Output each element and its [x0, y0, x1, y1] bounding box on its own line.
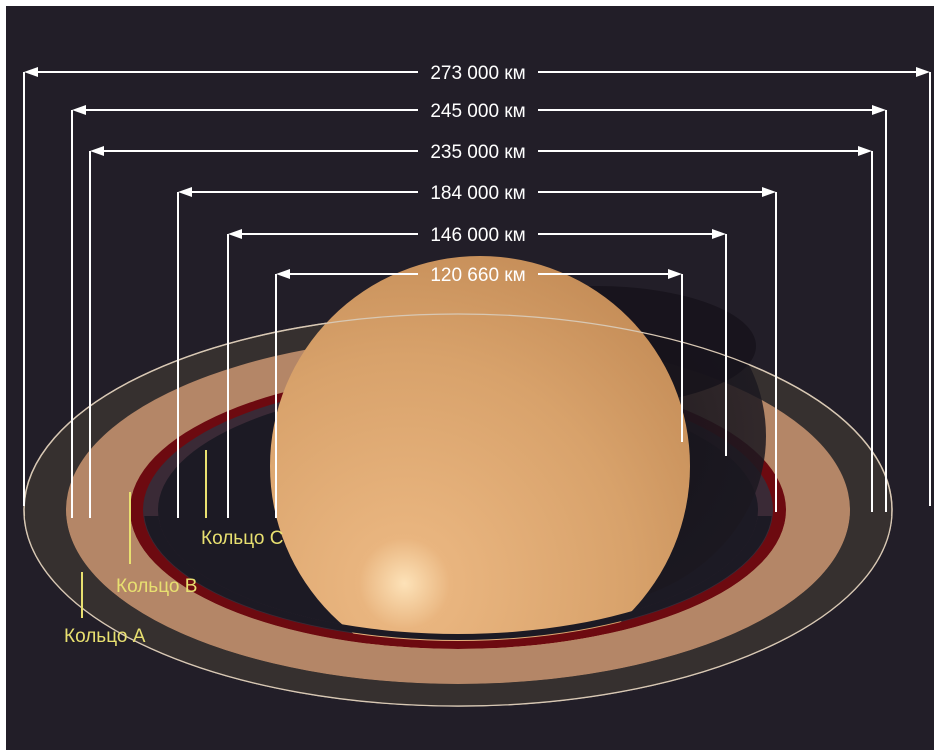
dimension-label: 120 660 км [430, 265, 525, 286]
arrow-left-icon [90, 146, 104, 156]
arrow-left-icon [228, 229, 242, 239]
arrow-right-icon [872, 105, 886, 115]
saturn-planet [270, 256, 690, 676]
dimension-lines: 273 000 км 245 000 км 235 000 км 184 000 км… [23, 63, 931, 518]
arrow-left-icon [178, 187, 192, 197]
dimension-4: 146 000 км [227, 225, 727, 518]
dimension-label: 273 000 км [430, 63, 525, 84]
dimension-5: 120 660 км [275, 265, 683, 518]
arrow-left-icon [276, 269, 290, 279]
ring-front-b [66, 516, 850, 684]
ring-outline [23, 313, 893, 707]
arrow-right-icon [858, 146, 872, 156]
saturn-diagram-svg: 273 000 км 245 000 км 235 000 км 184 000 км… [23, 63, 931, 707]
ring-c-label: Кольцо C [201, 528, 283, 549]
arrow-right-icon [916, 67, 930, 77]
dimension-1: 245 000 км [71, 101, 887, 518]
ring-front-a [24, 516, 892, 706]
dimension-label: 245 000 км [430, 101, 525, 122]
dimension-3: 184 000 км [177, 183, 777, 518]
dimension-label: 235 000 км [430, 142, 525, 163]
dimension-label: 146 000 км [430, 225, 525, 246]
saturn-diagram: 273 000 км 245 000 км 235 000 км 184 000 км… [6, 6, 934, 750]
arrow-left-icon [72, 105, 86, 115]
ring-b-label: Кольцо B [116, 576, 197, 597]
ring-a-label: Кольцо A [64, 626, 146, 647]
arrow-right-icon [668, 269, 682, 279]
dimension-2: 235 000 км [89, 142, 873, 518]
dimension-label: 184 000 км [430, 183, 525, 204]
dimension-0: 273 000 км [23, 63, 931, 506]
arrow-right-icon [762, 187, 776, 197]
arrow-right-icon [712, 229, 726, 239]
arrow-left-icon [24, 67, 38, 77]
